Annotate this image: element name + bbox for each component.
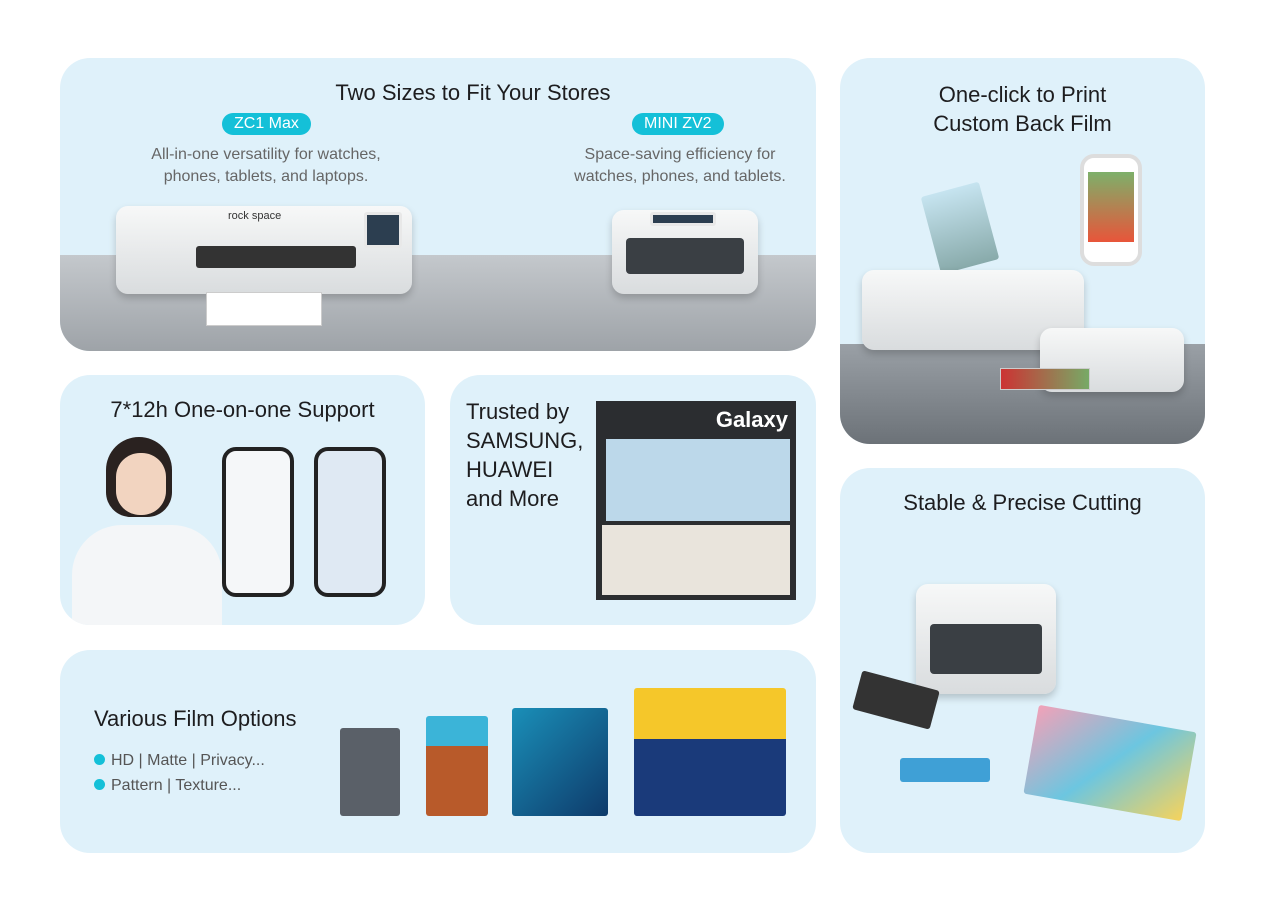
chat-phone-image — [314, 447, 386, 597]
sizes-title: Two Sizes to Fit Your Stores — [335, 80, 611, 105]
pattern-film-image — [1023, 704, 1197, 822]
cutting-slot — [626, 238, 744, 274]
mini-cutter-image — [916, 584, 1056, 694]
print-card: One-click to Print Custom Back Film — [840, 58, 1205, 444]
agent-face — [116, 453, 166, 515]
model-badge-zc1-max: ZC1 Max — [222, 113, 311, 135]
photo-preview — [1088, 172, 1134, 242]
display-table — [602, 525, 790, 595]
film-option-bullet: HD | Matte | Privacy... — [94, 752, 265, 770]
preview-phone-image — [1080, 154, 1142, 266]
machine-screen — [650, 212, 716, 226]
bullet-text: Pattern | Texture... — [111, 777, 242, 794]
back-film-image — [920, 181, 1000, 275]
desc-line: phones, tablets, and laptops. — [163, 168, 369, 185]
agent-shirt — [72, 525, 222, 625]
film-sheet — [206, 292, 322, 326]
desc-line: watches, phones, and tablets. — [574, 168, 786, 185]
privacy-film-package-image — [340, 728, 400, 816]
cutting-title: Stable & Precise Cutting — [903, 490, 1142, 515]
trusted-title: Trusted by SAMSUNG, HUAWEI and More — [466, 397, 583, 513]
zc1-max-machine-image: rock space — [116, 206, 412, 294]
title-line: Custom Back Film — [933, 111, 1112, 136]
support-title: 7*12h One-on-one Support — [110, 397, 375, 422]
model-badge-mini-zv2: MINI ZV2 — [632, 113, 724, 135]
title-line: One-click to Print — [938, 82, 1107, 107]
chat-phone-image — [222, 447, 294, 597]
print-title: One-click to Print Custom Back Film — [840, 80, 1205, 138]
tablet-film-package-image — [512, 708, 608, 816]
cutting-card: Stable & Precise Cutting — [840, 468, 1205, 853]
bullet-dot-icon — [94, 754, 105, 765]
title-line: and More — [466, 486, 559, 511]
laptop-film-package-image — [634, 688, 786, 816]
film-sheet — [900, 758, 990, 782]
title-line: Trusted by — [466, 399, 570, 424]
desc-line: Space-saving efficiency for — [584, 146, 776, 163]
sizes-card: Two Sizes to Fit Your Stores ZC1 Max MIN… — [60, 58, 816, 351]
brand-logo: rock space — [228, 210, 282, 222]
galaxy-logo: Galaxy — [715, 407, 788, 432]
mini-zv2-machine-image — [612, 210, 758, 294]
film-option-bullet: Pattern | Texture... — [94, 777, 241, 795]
bullet-text: HD | Matte | Privacy... — [111, 752, 265, 769]
films-title: Various Film Options — [94, 706, 297, 731]
desc-line: All-in-one versatility for watches, — [151, 146, 381, 163]
cutting-head — [196, 246, 356, 268]
machine-screen — [364, 212, 402, 248]
zc1-description: All-in-one versatility for watches, phon… — [116, 144, 416, 188]
support-agent-image — [66, 435, 246, 625]
trusted-card: Trusted by SAMSUNG, HUAWEI and More Gala… — [450, 375, 816, 625]
cutting-slot — [930, 624, 1042, 674]
title-line: HUAWEI — [466, 457, 554, 482]
printed-photo — [1000, 368, 1090, 390]
bullet-dot-icon — [94, 779, 105, 790]
title-line: SAMSUNG, — [466, 428, 584, 453]
store-display-photo: Galaxy — [596, 401, 796, 600]
display-screen — [606, 439, 790, 521]
pattern-film-package-image — [426, 716, 488, 816]
films-card: Various Film Options HD | Matte | Privac… — [60, 650, 816, 853]
mini-description: Space-saving efficiency for watches, pho… — [550, 144, 810, 188]
support-card: 7*12h One-on-one Support — [60, 375, 425, 625]
